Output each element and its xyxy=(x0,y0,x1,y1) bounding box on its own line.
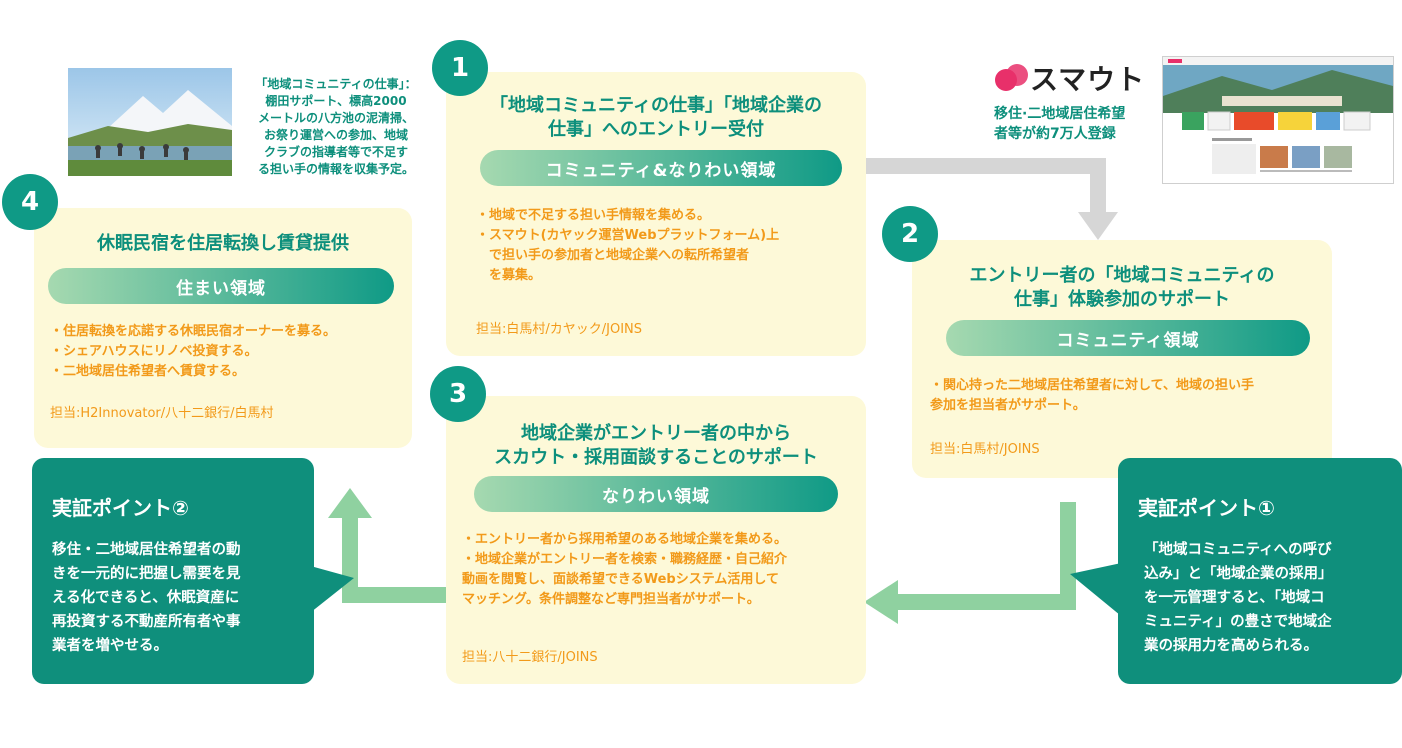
step-1-card xyxy=(446,72,866,356)
step-1-bullets: ・地域で不足する担い手情報を集める。 ・スマウト(カヤック運営Webプラットフォ… xyxy=(476,206,779,286)
step-1-bullet: を募集。 xyxy=(476,268,542,283)
point-2-line: きを一元的に把握し需要を見 xyxy=(52,566,241,582)
arrow-1-to-2 xyxy=(866,158,1106,215)
point-2-heading: 実証ポイント② xyxy=(52,496,189,520)
step-3-bullet: ・地域企業がエントリー者を検索・職務経歴・自己紹介 xyxy=(462,552,788,567)
smout-registration-note: 移住·二地域居住希望 者等が約7万人登録 xyxy=(994,104,1125,144)
smout-note-line: 者等が約7万人登録 xyxy=(994,126,1116,142)
step-1-domain-pill: コミュニティ&なりわい領域 xyxy=(480,150,842,186)
step-4-title-line: 休眠民宿を住居転換し賃貸提供 xyxy=(97,233,349,254)
point-2-line: 再投資する不動産所有者や事 xyxy=(52,614,241,630)
step-1-bullet: ・地域で不足する担い手情報を集める。 xyxy=(476,208,711,223)
photo-caption: 「地域コミュニティの仕事」： 棚田サポート、標高2000 メートルの八方池の泥清… xyxy=(236,76,436,178)
step-1-title-line: 仕事」へのエントリー受付 xyxy=(548,119,764,140)
step-2-title-line: 仕事」体験参加のサポート xyxy=(1014,289,1230,310)
point-2-line: 移住・二地域居住希望者の動 xyxy=(52,542,241,558)
arrow-2-to-3-head xyxy=(864,580,898,624)
photo-caption-line: クラブの指導者等で不足す xyxy=(263,145,408,159)
step-4-bullet: ・シェアハウスにリノベ投資する。 xyxy=(50,344,258,359)
step-3-title-line: スカウト・採用面談することのサポート xyxy=(494,447,818,468)
point-1-pointer xyxy=(1070,562,1126,620)
photo-caption-line: お祭り運営への参加、地域 xyxy=(263,128,408,142)
step-1-title-line: 「地域コミュニティの仕事」「地域企業の xyxy=(490,95,822,116)
step-1-number: 1 xyxy=(432,40,488,96)
point-1-line: 「地域コミュニティへの呼び xyxy=(1144,542,1332,558)
photo-caption-line: る担い手の情報を収集予定。 xyxy=(257,162,414,176)
step-2-bullet: ・関心持った二地域居住希望者に対して、地域の担い手 xyxy=(930,378,1254,393)
step-1-bullet: ・スマウト(カヤック運営Webプラットフォーム)上 xyxy=(476,228,780,243)
photo-caption-line: 棚田サポート、標高2000 xyxy=(265,94,407,108)
point-2-box: 実証ポイント② 移住・二地域居住希望者の動 きを一元的に把握し需要を見 える化で… xyxy=(32,458,314,684)
point-2-line: 業者を増やせる。 xyxy=(52,638,168,654)
photo-caption-line: メートルの八方池の泥清掃、 xyxy=(257,111,414,125)
step-1-title: 「地域コミュニティの仕事」「地域企業の 仕事」へのエントリー受付 xyxy=(446,94,866,142)
step-3-owner: 担当:八十二銀行/JOINS xyxy=(462,650,598,665)
arrow-2-to-3 xyxy=(895,502,1076,610)
photo-caption-line: 「地域コミュニティの仕事」： xyxy=(255,77,417,91)
step-2-domain-pill: コミュニティ領域 xyxy=(946,320,1310,356)
step-4-bullets: ・住居転換を応諾する休眠民宿オーナーを募る。 ・シェアハウスにリノベ投資する。 … xyxy=(50,322,336,382)
step-1-bullet: で担い手の参加者と地域企業への転所希望者 xyxy=(476,248,750,263)
step-2-bullets: ・関心持った二地域居住希望者に対して、地域の担い手 参加を担当者がサポート。 xyxy=(930,376,1254,416)
smout-website-thumbnail xyxy=(1162,56,1394,184)
rice-terrace-photo xyxy=(68,68,232,176)
step-4-bullet: ・二地域居住希望者へ賃貸する。 xyxy=(50,364,246,379)
step-3-bullets: ・エントリー者から採用希望のある地域企業を集める。 ・地域企業がエントリー者を検… xyxy=(462,530,787,610)
step-2-title-line: エントリー者の「地域コミュニティの xyxy=(969,265,1275,286)
arrow-3-to-4-head xyxy=(328,488,372,518)
point-1-box: 実証ポイント① 「地域コミュニティへの呼び 込み」と「地域企業の採用」 を一元管… xyxy=(1118,458,1402,684)
step-4-domain-pill: 住まい領域 xyxy=(48,268,394,304)
step-4-number: 4 xyxy=(2,174,58,230)
point-2-line: える化できると、休眠資産に xyxy=(52,590,240,606)
step-3-title-line: 地域企業がエントリー者の中から xyxy=(521,423,791,444)
step-2-owner: 担当:白馬村/JOINS xyxy=(930,442,1040,457)
step-4-title: 休眠民宿を住居転換し賃貸提供 xyxy=(34,232,412,256)
step-4-card xyxy=(34,208,412,448)
step-3-card xyxy=(446,396,866,684)
step-1-owner: 担当:白馬村/カヤック/JOINS xyxy=(476,322,643,337)
smout-logo-icon xyxy=(995,64,1028,91)
smout-logo-text: スマウト xyxy=(1030,63,1146,96)
step-2-card xyxy=(912,240,1332,478)
step-2-title: エントリー者の「地域コミュニティの 仕事」体験参加のサポート xyxy=(912,264,1332,312)
arrow-1-to-2-head xyxy=(1078,212,1118,240)
point-1-line: 業の採用力を高められる。 xyxy=(1144,638,1318,654)
step-3-bullet: ・エントリー者から採用希望のある地域企業を集める。 xyxy=(462,532,788,547)
step-2-bullet: 参加を担当者がサポート。 xyxy=(930,398,1086,413)
step-4-owner: 担当:H2Innovator/八十二銀行/白馬村 xyxy=(50,406,274,421)
step-4-bullet: ・住居転換を応諾する休眠民宿オーナーを募る。 xyxy=(50,324,337,339)
point-1-line: 込み」と「地域企業の採用」 xyxy=(1144,566,1333,582)
step-3-bullet: 動画を閲覧し、面談希望できるWebシステム活用して xyxy=(462,572,779,587)
point-1-line: を一元管理すると、「地域コ xyxy=(1144,590,1325,606)
smout-note-line: 移住·二地域居住希望 xyxy=(994,106,1126,122)
step-3-bullet: マッチング。条件調整など専門担当者がサポート。 xyxy=(462,592,760,607)
point-1-line: ミュニティ」の豊さで地域企 xyxy=(1144,614,1332,630)
point-1-heading: 実証ポイント① xyxy=(1138,496,1275,520)
arrow-3-to-4 xyxy=(342,515,446,603)
point-1-body: 「地域コミュニティへの呼び 込み」と「地域企業の採用」 を一元管理すると、「地域… xyxy=(1144,538,1333,658)
step-2-number: 2 xyxy=(882,206,938,262)
point-2-body: 移住・二地域居住希望者の動 きを一元的に把握し需要を見 える化できると、休眠資産… xyxy=(52,538,241,658)
step-3-title: 地域企業がエントリー者の中から スカウト・採用面談することのサポート xyxy=(446,422,866,470)
step-3-number: 3 xyxy=(430,366,486,422)
step-3-domain-pill: なりわい領域 xyxy=(474,476,838,512)
